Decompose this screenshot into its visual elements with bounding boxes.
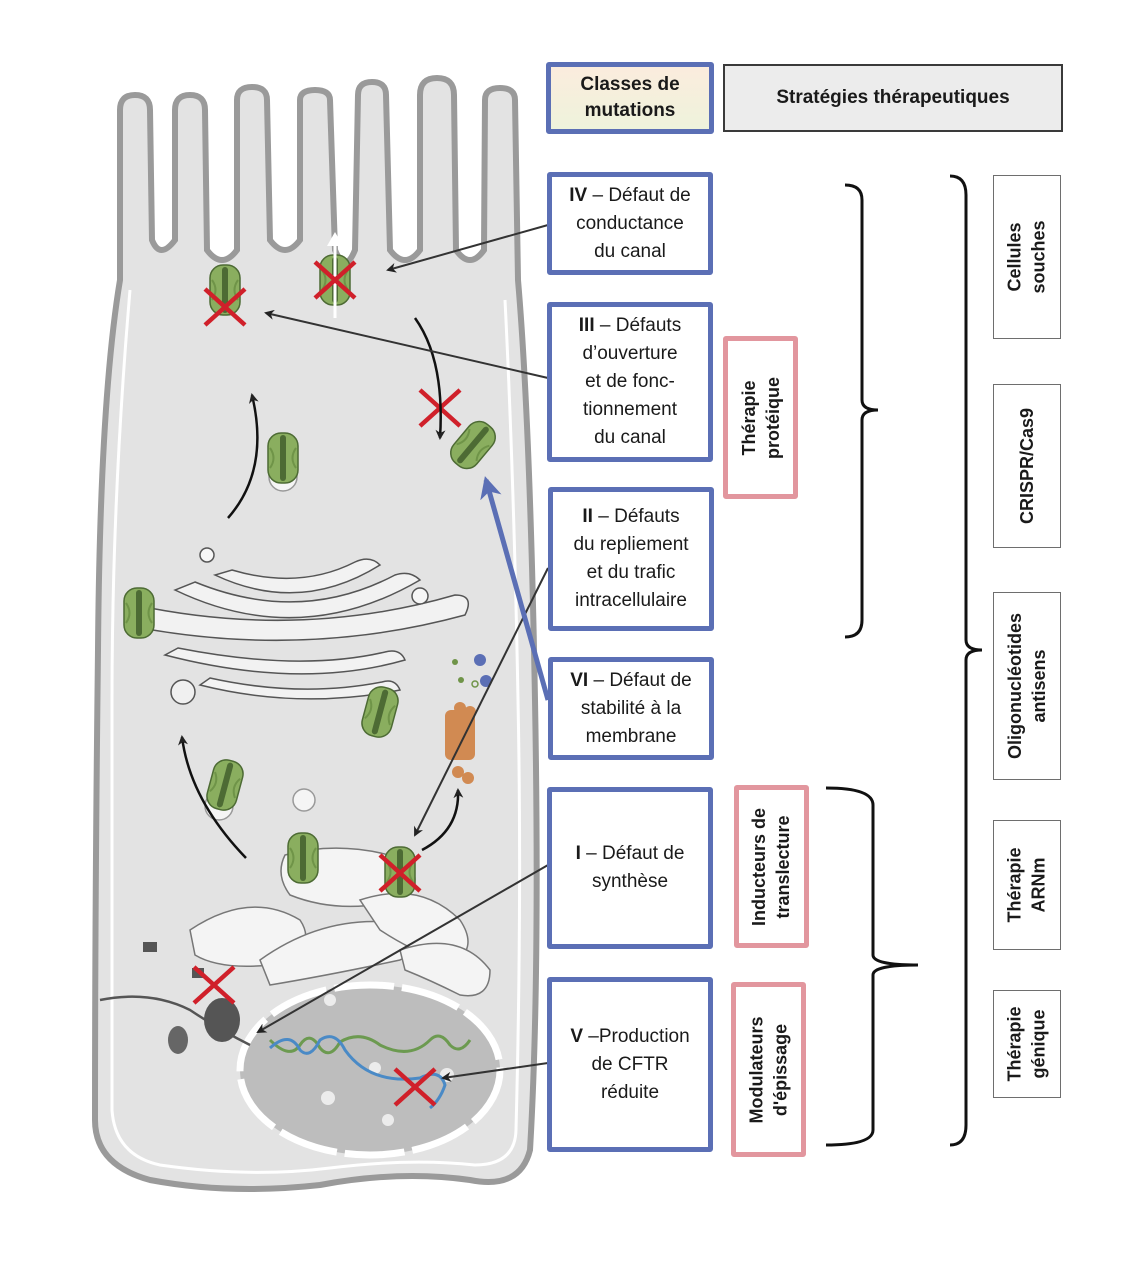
strategy-line: protéique — [762, 376, 783, 459]
endocytosis-arrow — [413, 317, 446, 440]
mutation-class-iii: III – Défauts d’ouverture et de fonc-tionn… — [547, 302, 713, 462]
class-line: du repliement — [573, 534, 689, 555]
cftr-channel — [287, 832, 319, 884]
class-line: – Défaut de — [593, 669, 692, 691]
connector-iv — [386, 224, 549, 273]
class-line: conductance — [576, 212, 684, 234]
ion-flow-arrowhead-icon — [327, 232, 343, 246]
class-numeral: VI — [570, 669, 589, 691]
header-mutation-classes: Classes de mutations — [546, 62, 714, 134]
brace-general-strategies — [949, 174, 983, 1147]
class-line: membrane — [585, 725, 677, 747]
strategy-line: Cellules — [1005, 222, 1025, 292]
strategy-line: ARNm — [1029, 857, 1049, 913]
class-line: et de fonc- — [585, 371, 675, 392]
class-numeral: III — [578, 315, 595, 336]
mutation-class-ii: II – Défauts du repliement et du trafic int… — [548, 487, 714, 631]
connector-iii — [264, 309, 549, 379]
class-numeral: II — [582, 506, 593, 527]
connector-i — [256, 864, 549, 1033]
degradation-products — [452, 654, 492, 688]
class-line: de CFTR — [591, 1053, 669, 1075]
strategy-line: CRISPR/Cas9 — [1017, 407, 1038, 525]
class-line: tionnement — [582, 399, 677, 420]
strategy-line: Thérapie — [738, 379, 759, 456]
class-line: d’ouverture — [582, 343, 678, 364]
strategy-line: d'épissage — [770, 1023, 791, 1116]
class-line: intracellulaire — [575, 590, 687, 611]
connector-v — [441, 1062, 549, 1082]
proteasome — [445, 702, 476, 784]
class-numeral: IV — [569, 184, 588, 206]
strategy-line: Oligonucléotides — [1005, 612, 1026, 760]
strategy-line: génique — [1029, 1009, 1049, 1079]
brace-lower-targeted — [825, 786, 919, 1147]
header-line: mutations — [584, 100, 676, 121]
class-line: du canal — [594, 427, 666, 448]
class-line: –Production — [588, 1025, 690, 1047]
strategy-line: souches — [1029, 220, 1049, 294]
class-line: – Défauts — [599, 315, 682, 336]
nucleus — [236, 981, 504, 1159]
mutation-class-v: V –Production de CFTR réduite — [547, 977, 713, 1152]
class-line: synthèse — [591, 871, 669, 892]
class-numeral: V — [570, 1025, 583, 1047]
mutation-class-i: I – Défaut de synthèse — [547, 787, 713, 949]
strategy-crispr-cas9: CRISPR/Cas9 — [993, 384, 1061, 548]
strategy-line: Inducteurs de — [749, 807, 770, 926]
strategy-line: Thérapie — [1005, 1006, 1025, 1082]
trafficking-arrow — [178, 735, 247, 859]
class-line: et du trafic — [586, 562, 676, 583]
mutation-class-iv: IV – Défaut de conductance du canal — [547, 172, 713, 275]
vesicle — [292, 788, 316, 812]
brace-upper-targeted — [844, 183, 879, 639]
class-line: réduite — [600, 1081, 660, 1103]
connector-vi — [480, 476, 551, 701]
header-therapeutic-strategies: Stratégies thérapeutiques — [723, 64, 1063, 132]
class-line: du canal — [594, 240, 666, 262]
class-line: – Défaut de — [586, 843, 685, 864]
trafficking-arrow — [227, 393, 259, 519]
mutation-class-vi: VI – Défaut de stabilité à la membrane — [548, 657, 714, 760]
golgi-apparatus — [123, 547, 470, 705]
strategy-line: antisens — [1029, 649, 1050, 723]
dna-helix — [268, 1034, 472, 1110]
strategy-line: Thérapie — [1005, 847, 1025, 923]
class-numeral: I — [575, 843, 581, 864]
class-line: – Défauts — [598, 506, 680, 527]
class-line: stabilité à la — [580, 697, 682, 719]
degradation-arrow — [421, 788, 464, 852]
header-line: Classes de — [580, 74, 680, 95]
strategy-line: translecture — [773, 814, 794, 919]
class-line: – Défaut de — [592, 184, 691, 206]
cftr-channel — [267, 432, 299, 484]
strategy-line: Modulateurs — [746, 1015, 767, 1124]
cftr-channel — [123, 587, 155, 639]
